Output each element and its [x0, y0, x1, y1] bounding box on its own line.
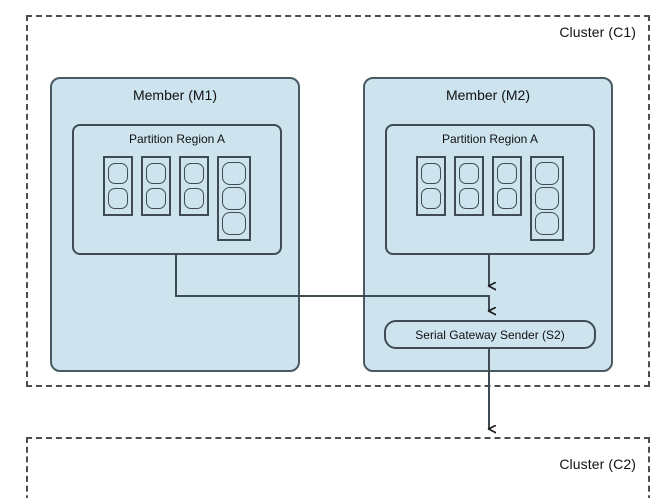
- bucket-entry: [222, 162, 246, 185]
- bucket-entry: [459, 163, 479, 184]
- bucket-entry: [222, 187, 246, 210]
- bucket-entry: [497, 188, 517, 209]
- bucket-entry: [108, 163, 128, 184]
- cluster-c1: [26, 15, 650, 387]
- bucket-entry: [108, 188, 128, 209]
- bucket-entry: [146, 188, 166, 209]
- cluster-c2: [26, 437, 650, 498]
- bucket-entry: [222, 212, 246, 235]
- member-m1-box[interactable]: Member (M1) Partition Region A: [50, 77, 300, 372]
- bucket-entry: [535, 187, 559, 210]
- bucket-column[interactable]: [179, 156, 209, 216]
- member-m1-buckets: [74, 156, 280, 241]
- bucket-column[interactable]: [454, 156, 484, 216]
- cluster-c1-label: Cluster (C1): [559, 24, 636, 40]
- cluster-c2-label: Cluster (C2): [559, 456, 636, 472]
- serial-gateway-sender-s2[interactable]: Serial Gateway Sender (S2): [384, 320, 596, 349]
- bucket-column[interactable]: [492, 156, 522, 216]
- member-m2-buckets: [387, 156, 593, 241]
- bucket-entry: [459, 188, 479, 209]
- member-m1-region-title: Partition Region A: [128, 132, 226, 146]
- member-m1-partition-region[interactable]: Partition Region A: [72, 124, 282, 255]
- bucket-column[interactable]: [217, 156, 251, 241]
- bucket-entry: [421, 163, 441, 184]
- bucket-entry: [184, 188, 204, 209]
- bucket-entry: [535, 162, 559, 185]
- bucket-entry: [184, 163, 204, 184]
- bucket-column[interactable]: [103, 156, 133, 216]
- member-m2-title: Member (M2): [445, 87, 530, 103]
- member-m2-partition-region[interactable]: Partition Region A: [385, 124, 595, 255]
- bucket-column[interactable]: [416, 156, 446, 216]
- bucket-entry: [421, 188, 441, 209]
- bucket-column[interactable]: [530, 156, 564, 241]
- member-m2-box[interactable]: Member (M2) Partition Region A: [363, 77, 613, 372]
- bucket-entry: [146, 163, 166, 184]
- member-m1-title: Member (M1): [132, 87, 217, 103]
- bucket-entry: [535, 212, 559, 235]
- bucket-column[interactable]: [141, 156, 171, 216]
- member-m2-region-title: Partition Region A: [441, 132, 539, 146]
- bucket-entry: [497, 163, 517, 184]
